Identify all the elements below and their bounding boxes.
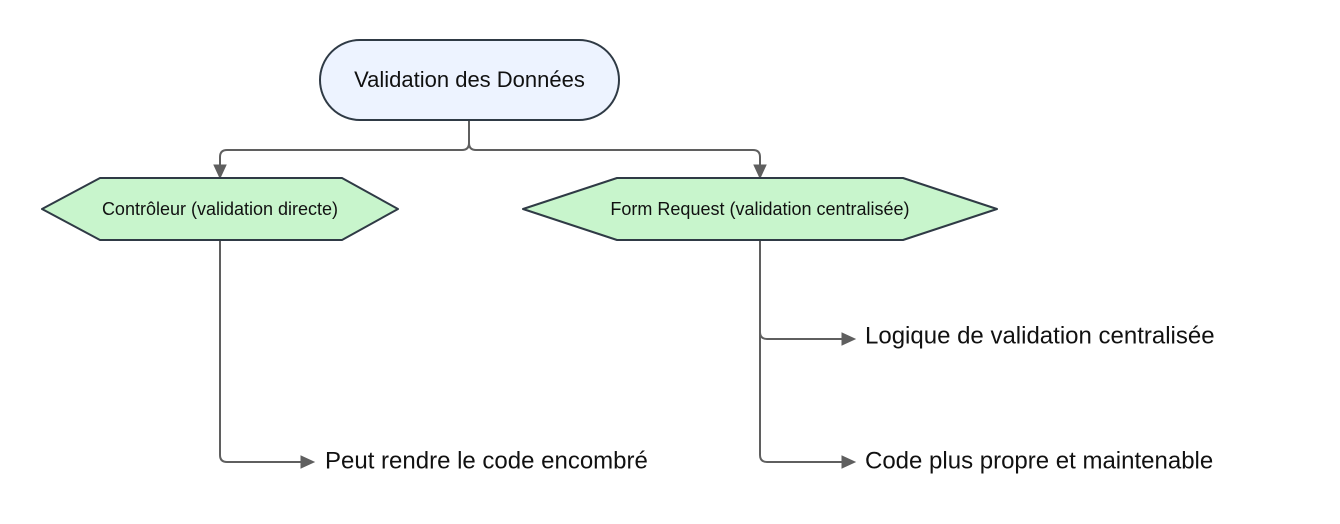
controller-note-text: Peut rendre le code encombré [325, 447, 648, 474]
connector-root-to-controller [213, 119, 470, 180]
form-request-node-label: Form Request (validation centralisée) [610, 199, 909, 219]
arrowhead-icon [841, 332, 857, 346]
arrowhead-icon [213, 164, 227, 180]
connector-line [219, 239, 304, 463]
arrowhead-icon [753, 164, 767, 180]
root-node-shape [319, 39, 620, 121]
form-request-node-shape [522, 177, 998, 241]
connector-form-request-to-note-2 [759, 239, 857, 469]
connector-line [468, 119, 761, 169]
connector-root-to-form-request [468, 119, 767, 180]
arrowhead-icon [300, 455, 316, 469]
form-request-note-2-text: Code plus propre et maintenable [865, 447, 1213, 474]
connector-controller-to-note [219, 239, 316, 469]
controller-node-label: Contrôleur (validation directe) [102, 199, 338, 219]
connector-line [759, 239, 845, 340]
arrowhead-icon [841, 455, 857, 469]
root-node: Validation des Données [319, 39, 620, 121]
root-node-label: Validation des Données [354, 67, 585, 92]
connector-line [219, 119, 470, 169]
form-request-note-1-text: Logique de validation centralisée [865, 322, 1215, 349]
connector-line [759, 239, 845, 463]
form-request-node: Form Request (validation centralisée) [522, 177, 998, 241]
controller-node: Contrôleur (validation directe) [41, 177, 399, 241]
controller-node-shape [41, 177, 399, 241]
connector-form-request-to-note-1 [759, 239, 857, 346]
